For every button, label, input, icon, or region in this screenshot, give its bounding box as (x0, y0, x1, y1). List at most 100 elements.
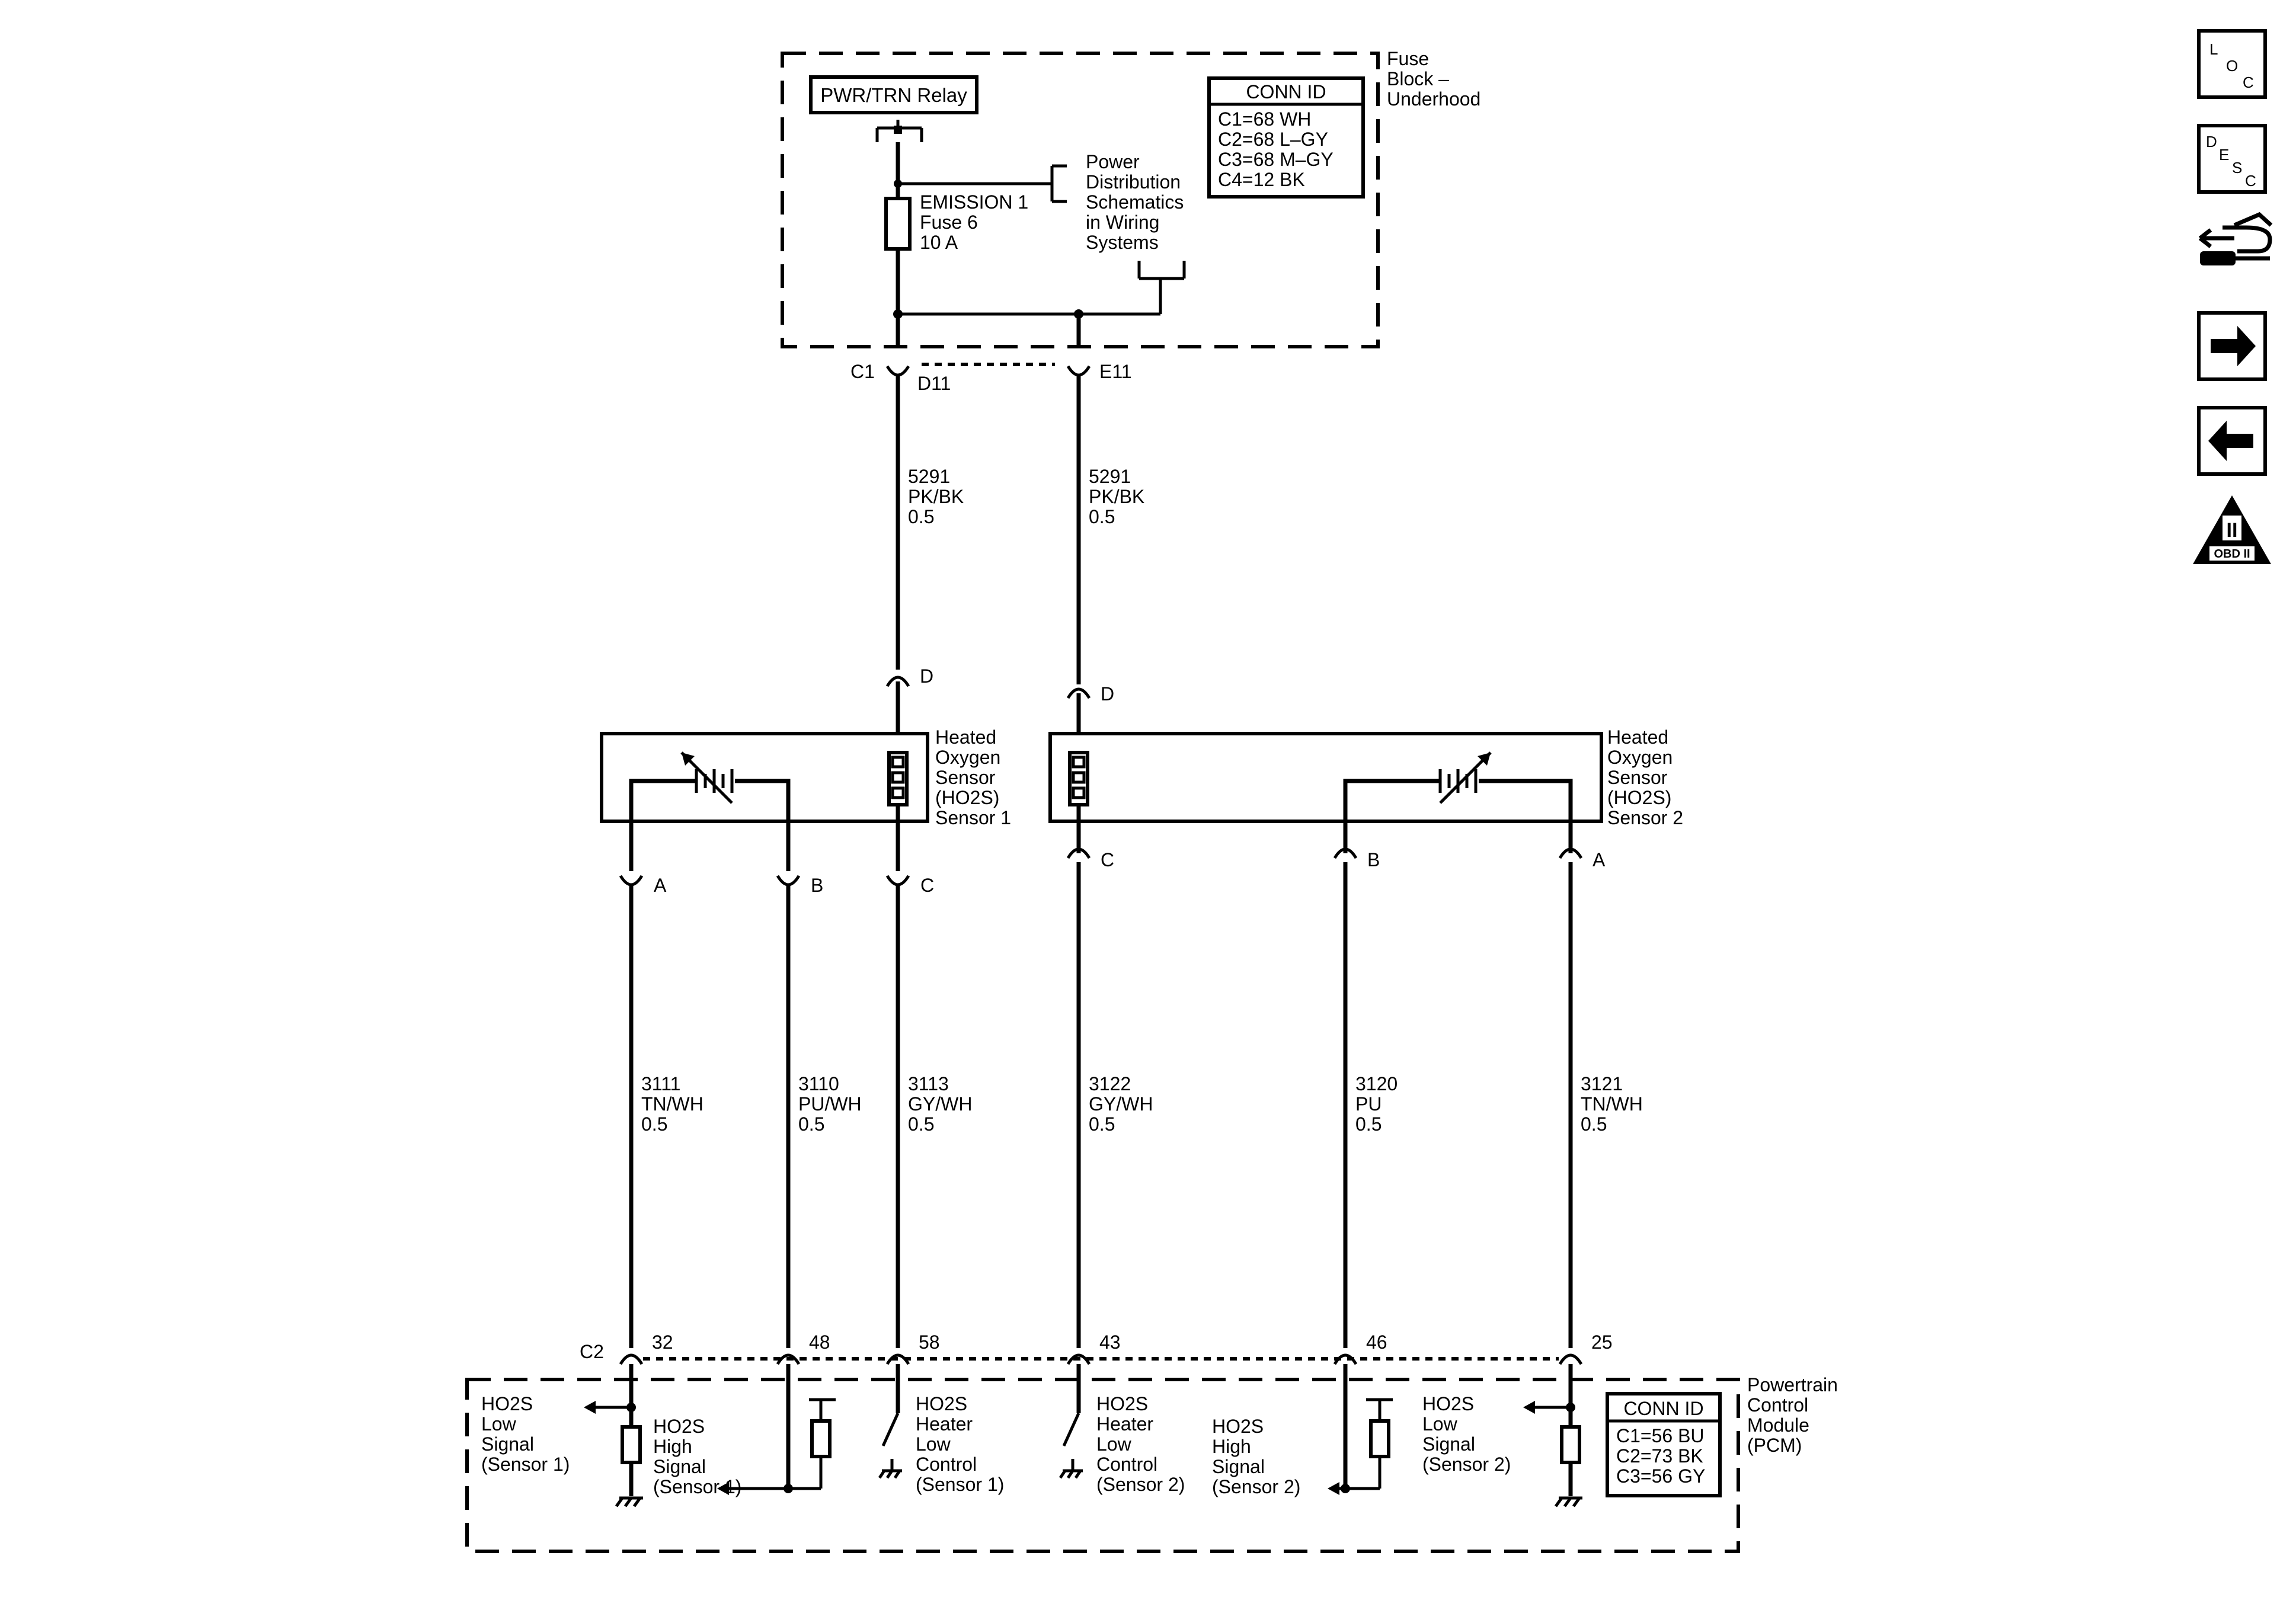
conn-id-row: C2=68 L–GY (1218, 129, 1328, 150)
fuse-label: EMISSION 1 Fuse 6 10 A (920, 191, 1034, 253)
connector-c2-label: C2 (580, 1341, 604, 1362)
svg-text:D: D (2206, 133, 2217, 151)
pcm-conn-id (1606, 1392, 1722, 1497)
svg-text:OBD II: OBD II (2214, 548, 2250, 561)
signal-arrow-icon (584, 1401, 596, 1414)
conn-id-row: C3=56 GY (1616, 1465, 1705, 1487)
connector-terminal (776, 1353, 801, 1365)
connector-repair-button[interactable] (2198, 212, 2273, 265)
svg-text:C: C (2243, 73, 2254, 91)
pcm-circuit-high-signal-s2: HO2S High Signal (Sensor 2) (1212, 1364, 1393, 1497)
signal-arrow-icon (1523, 1401, 1535, 1414)
conn-id-row: C2=73 BK (1616, 1445, 1703, 1467)
wire-label: 3113 GY/WH 0.5 (908, 1073, 977, 1135)
conn-id-row: C3=68 M–GY (1218, 149, 1334, 170)
svg-text:C: C (2245, 172, 2256, 190)
wire-label: 5291 PK/BK 0.5 (908, 466, 969, 527)
pcm-function-label: HO2S High Signal (Sensor 2) (1212, 1416, 1300, 1497)
pin-c-label: C (920, 875, 934, 896)
connector-c1-label: C1 (850, 361, 875, 382)
pcm-circuit-heater-control-s2: HO2S Heater Low Control (Sensor 2) (1059, 1364, 1185, 1495)
loc-icon (2197, 29, 2267, 99)
pcm-function-label: HO2S Low Signal (Sensor 1) (481, 1393, 570, 1475)
wire-label: 3110 PU/WH 0.5 (798, 1073, 867, 1135)
fuse-block-label: Fuse Block – Underhood (1387, 48, 1480, 110)
pcm-circuit-low-signal-s2: HO2S Low Signal (Sensor 2) (1422, 1364, 1582, 1507)
pin-a-label: A (1593, 849, 1606, 870)
resistor-icon (621, 1425, 642, 1464)
ground-icon (1554, 1496, 1582, 1507)
previous-button[interactable] (2197, 406, 2267, 476)
relay-label: PWR/TRN Relay (820, 84, 967, 106)
emission-1-fuse (884, 197, 912, 251)
nav-toolbar: L O C D E S C (2193, 29, 2273, 564)
desc-button[interactable]: D E S C (2197, 124, 2267, 194)
signal-arrow-icon (717, 1482, 729, 1495)
connector-repair-icon (2198, 212, 2273, 265)
connector-terminal (1066, 847, 1091, 859)
back-arrow-icon (2208, 421, 2253, 461)
desc-icon (2197, 124, 2267, 194)
connector-terminal (1066, 687, 1091, 699)
connector-terminal (776, 875, 801, 886)
pin-label: 32 (652, 1331, 673, 1353)
pin-d11-label: D11 (917, 373, 951, 394)
pcm-circuit-low-signal-s1: HO2S Low Signal (Sensor 1) (481, 1364, 643, 1507)
pin-b-label: B (1367, 849, 1380, 870)
loc-button[interactable]: L O C (2197, 29, 2267, 99)
connector-terminal (885, 676, 910, 687)
connector-terminal (1558, 1353, 1583, 1365)
connector-terminal (1333, 847, 1358, 859)
pcm-function-label: HO2S Heater Low Control (Sensor 2) (1096, 1393, 1185, 1495)
sensing-circuit (1343, 779, 1573, 853)
ground-icon (1059, 1469, 1083, 1479)
wire-label: 3121 TN/WH 0.5 (1581, 1073, 1648, 1135)
resistor-icon (1560, 1425, 1581, 1464)
pwr-trn-relay (809, 75, 978, 114)
next-button[interactable] (2197, 311, 2267, 381)
ho2s-sensor-2: D Heated Oxygen Sensor (HO2S) Sensor 2 C… (1048, 683, 1683, 870)
svg-text:S: S (2232, 159, 2242, 177)
fuse-block: Fuse Block – Underhood PWR/TRN Relay EMI… (781, 48, 1480, 348)
pin-e11-label: E11 (1099, 361, 1132, 382)
pcm-label: Powertrain Control Module (PCM) (1747, 1374, 1843, 1456)
forward-arrow-icon (2211, 326, 2256, 366)
connector-terminal (619, 875, 644, 886)
power-distribution-ref[interactable]: Power Distribution Schematics in Wiring … (1086, 151, 1189, 253)
svg-text:L: L (2209, 40, 2218, 58)
connector-terminal (885, 875, 910, 886)
power-ref-bracket (1050, 164, 1067, 203)
sensing-cell-icon (695, 769, 734, 793)
ground-icon (615, 1496, 643, 1507)
svg-text:II: II (2227, 519, 2238, 542)
pin-label: 48 (809, 1331, 830, 1353)
conn-id-row: C4=12 BK (1218, 169, 1305, 190)
obd-ii-icon: II OBD II (2193, 495, 2271, 564)
pcm-function-label: HO2S Heater Low Control (Sensor 1) (916, 1393, 1004, 1495)
obd-ii-button[interactable]: II OBD II (2193, 495, 2271, 564)
pin-label: 46 (1366, 1331, 1387, 1353)
conn-id-row: C1=68 WH (1218, 108, 1311, 130)
resistor-icon (810, 1419, 832, 1458)
pin-d-label: D (1101, 683, 1114, 705)
pcm-outline (465, 1378, 1740, 1553)
pin-label: 25 (1591, 1331, 1613, 1353)
connector-terminal (885, 1353, 910, 1365)
switch-icon (1062, 1412, 1080, 1447)
signal-wires: 3111 TN/WH 0.5 3110 PU/WH 0.5 3113 GY/WH… (629, 862, 1648, 1348)
wire-label: 3111 TN/WH 0.5 (641, 1073, 709, 1135)
fuse-block-connector-c1: C1 D11 E11 (850, 361, 1132, 394)
wire-label: 3122 GY/WH 0.5 (1089, 1073, 1158, 1135)
pcm-function-label: HO2S Low Signal (Sensor 2) (1422, 1393, 1511, 1475)
resistor-icon (1369, 1419, 1390, 1458)
pin-a-label: A (654, 875, 667, 896)
conn-id-title: CONN ID (1623, 1398, 1703, 1419)
connector-terminal (1066, 1353, 1091, 1365)
sensor-2-label: Heated Oxygen Sensor (HO2S) Sensor 2 (1607, 726, 1683, 828)
pcm: C2 32 48 58 43 46 25 Powertrain Control … (465, 1331, 1843, 1553)
connector-terminal (619, 1353, 644, 1365)
connector-terminal (1333, 1353, 1358, 1365)
sensor-1-housing (600, 732, 929, 823)
pcm-circuit-high-signal-s1: HO2S High Signal (Sensor 1) (653, 1364, 836, 1497)
wire-label: 5291 PK/BK 0.5 (1089, 466, 1150, 527)
